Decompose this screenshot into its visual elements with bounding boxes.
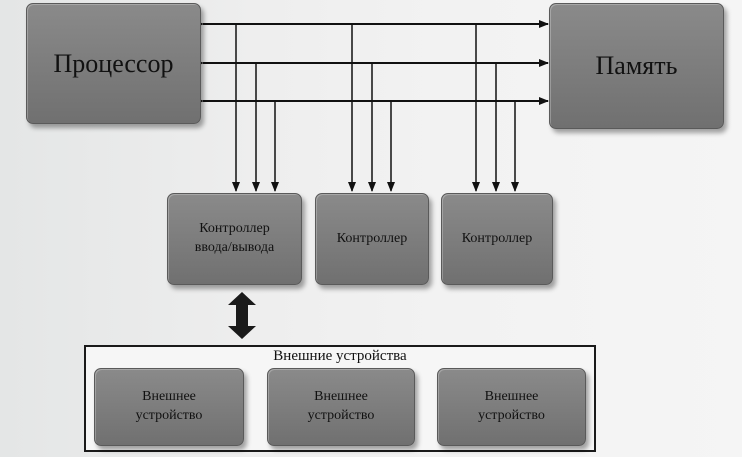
external-device-label-1: Внешнее устройство <box>135 389 203 423</box>
external-device-label-2: Внешнее устройство <box>307 389 375 423</box>
external-device-box-1: Внешнее устройство <box>94 368 244 446</box>
external-device-label-3: Внешнее устройство <box>478 389 545 423</box>
processor-label: Процессор <box>53 48 174 78</box>
io-controller-label: Контроллер ввода/вывода <box>194 221 275 255</box>
controller-box-2: Контроллер <box>315 193 429 285</box>
memory-label: Память <box>595 51 678 81</box>
io-controller-box: Контроллер ввода/вывода <box>167 193 302 285</box>
controller-box-3: Контроллер <box>441 193 553 285</box>
external-devices-title: Внешние устройства <box>273 348 407 364</box>
memory-box: Память <box>549 3 724 129</box>
controller-label-3: Контроллер <box>461 230 533 246</box>
external-device-box-3: Внешнее устройство <box>437 368 586 446</box>
io-double-arrow <box>228 292 256 339</box>
controller-label-2: Контроллер <box>336 230 408 246</box>
external-device-box-2: Внешнее устройство <box>267 368 415 446</box>
processor-box: Процессор <box>26 3 201 124</box>
